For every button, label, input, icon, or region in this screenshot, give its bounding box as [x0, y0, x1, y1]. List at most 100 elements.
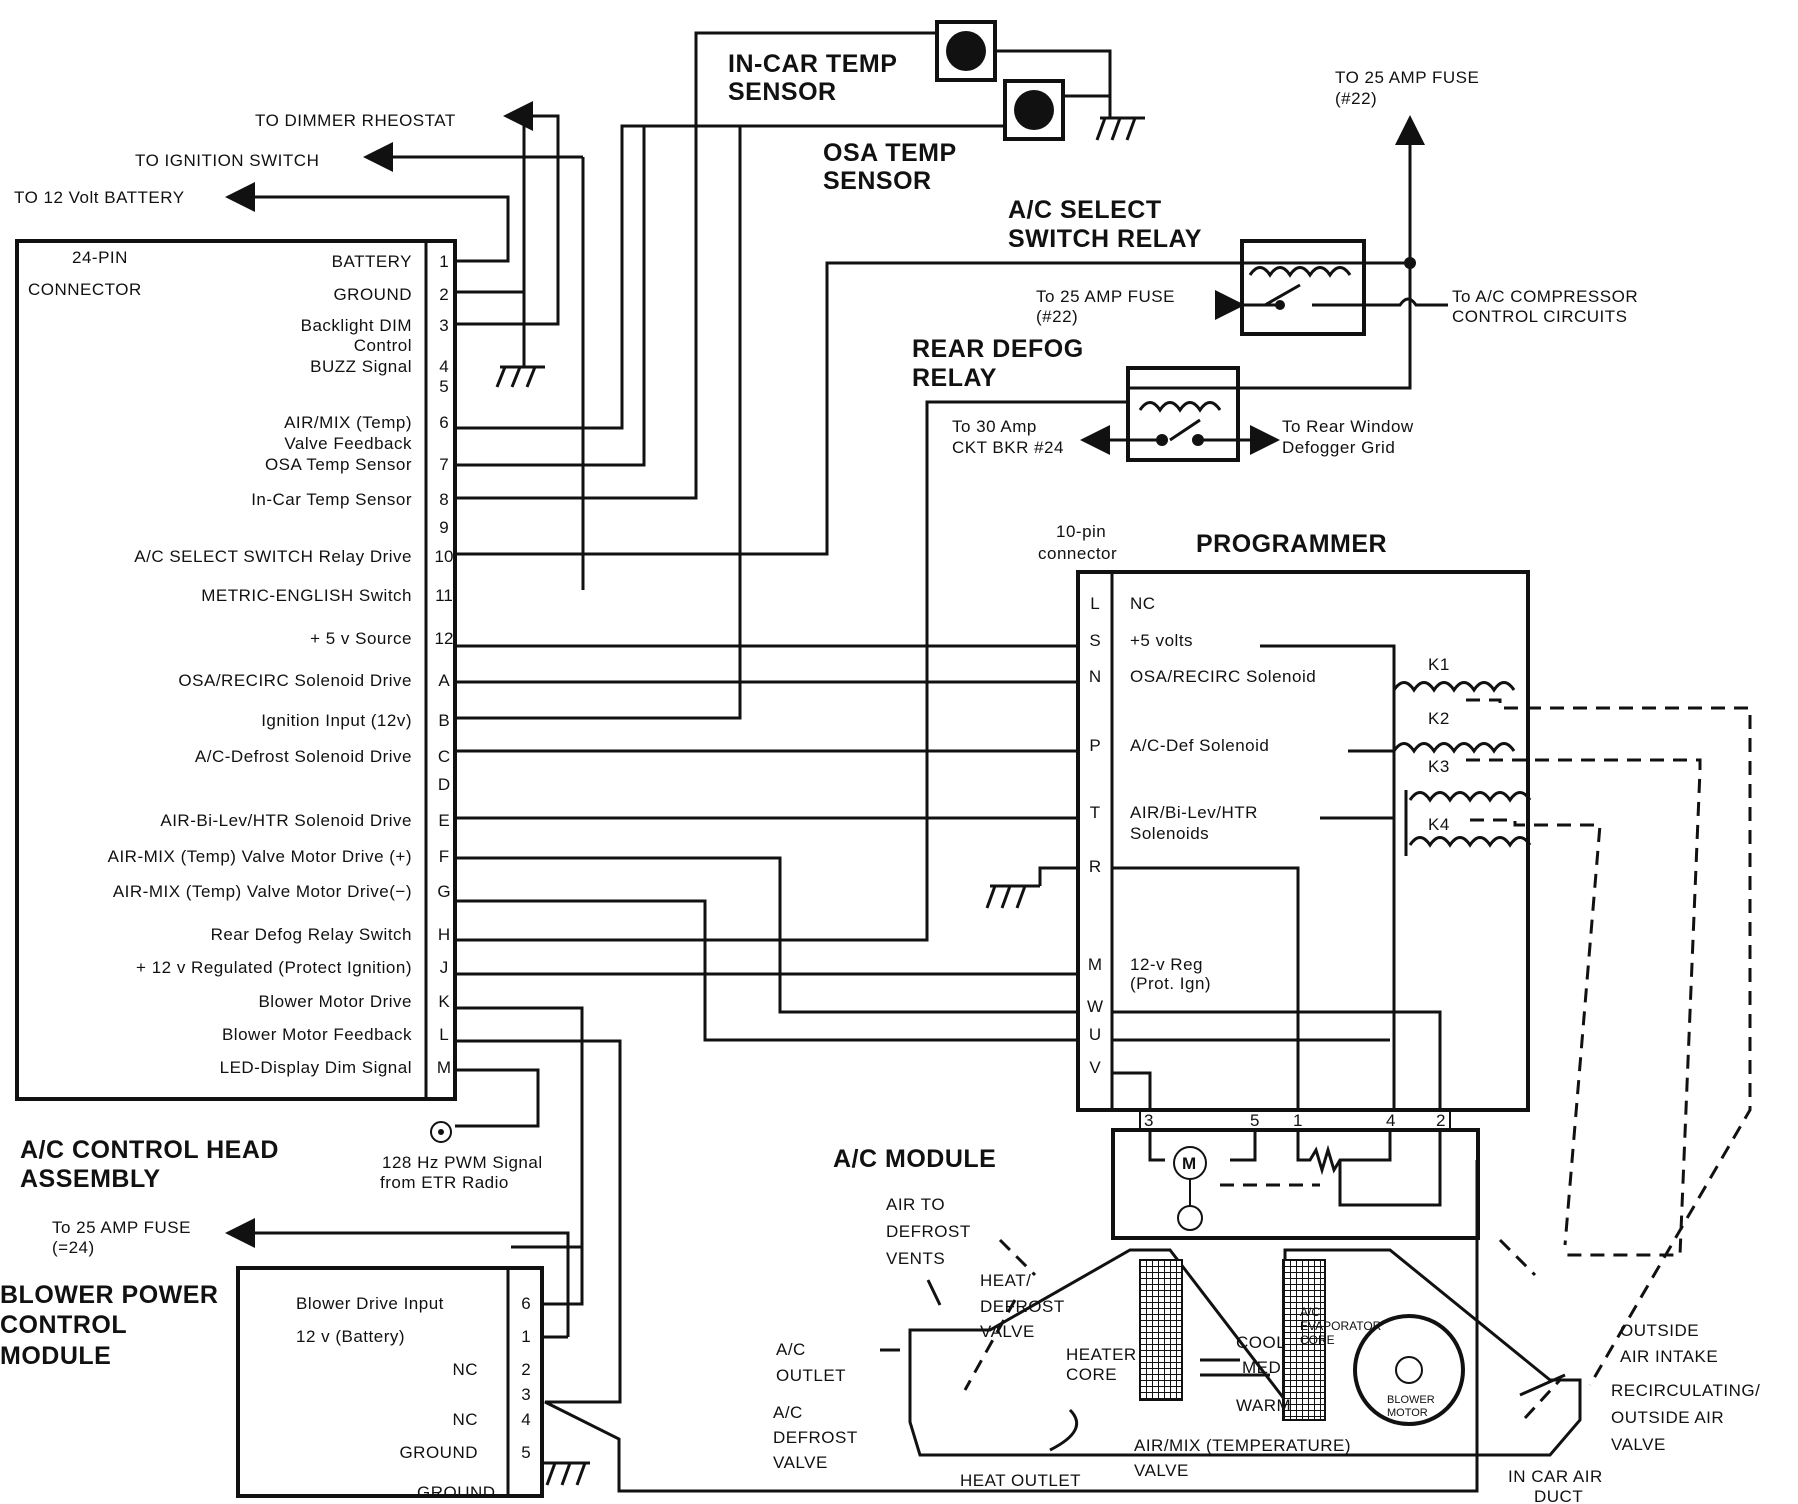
- ac-relay-compressor-line2: CONTROL CIRCUITS: [1452, 307, 1628, 326]
- control-head-title-line2: ASSEMBLY: [20, 1165, 161, 1193]
- blower-pin-label: NC: [452, 1410, 478, 1429]
- blower-power-control-module: BLOWER POWER CONTROL MODULE Blower Drive…: [0, 1008, 590, 1502]
- defog-relay-title-line1: REAR DEFOG: [912, 335, 1084, 363]
- svg-text:3: 3: [1144, 1111, 1153, 1130]
- svg-text:RECIRCULATING/: RECIRCULATING/: [1611, 1381, 1760, 1400]
- svg-text:A/C: A/C: [1300, 1305, 1320, 1319]
- fuse-top-label-line1: TO 25 AMP FUSE: [1335, 68, 1479, 87]
- head-wires: [455, 31, 1479, 1493]
- svg-text:DEFROST: DEFROST: [886, 1222, 971, 1241]
- svg-text:BLOWER: BLOWER: [1387, 1394, 1435, 1406]
- head-pin-label: AIR-Bi-Lev/HTR Solenoid Drive: [160, 811, 412, 830]
- programmer-pin-number: U: [1089, 1025, 1101, 1044]
- head-pin-number: 6: [439, 413, 448, 432]
- blower-module-title-line2: CONTROL: [0, 1311, 127, 1339]
- head-pin-number: J: [440, 958, 449, 977]
- svg-text:OUTSIDE: OUTSIDE: [1620, 1321, 1699, 1340]
- head-pin-number: 4: [439, 357, 448, 376]
- programmer-pin-number: W: [1087, 997, 1103, 1016]
- svg-text:4: 4: [1386, 1111, 1395, 1130]
- ac-relay-title-line2: SWITCH RELAY: [1008, 225, 1202, 253]
- head-pin-number: B: [438, 711, 449, 730]
- svg-text:VALVE: VALVE: [1611, 1435, 1666, 1454]
- head-pin-label: BUZZ Signal: [310, 357, 412, 376]
- head-pin-number: 12: [435, 629, 454, 648]
- blower-pin-number: 3: [521, 1385, 530, 1404]
- head-pin-number: H: [438, 925, 450, 944]
- svg-text:WARM: WARM: [1236, 1396, 1291, 1415]
- ignition-switch-label: TO IGNITION SWITCH: [135, 151, 319, 170]
- defog-breaker-line2: CKT BKR #24: [952, 438, 1064, 457]
- svg-text:OUTSIDE AIR: OUTSIDE AIR: [1611, 1408, 1724, 1427]
- pwm-signal: 128 Hz PWM Signal from ETR Radio: [380, 1121, 542, 1192]
- programmer-pin-label: A/C-Def Solenoid: [1130, 736, 1269, 755]
- svg-text:M: M: [1182, 1154, 1196, 1173]
- battery-label: TO 12 Volt BATTERY: [14, 188, 185, 207]
- head-pin-number: K: [438, 992, 450, 1011]
- head-pin-label: + 12 v Regulated (Protect Ignition): [136, 958, 412, 977]
- svg-text:COOL: COOL: [1236, 1333, 1286, 1352]
- pwm-terminal-icon: [430, 1121, 452, 1143]
- svg-text:VALVE: VALVE: [773, 1453, 828, 1472]
- relay-k1-label: K1: [1428, 655, 1450, 674]
- blower-module-title-line1: BLOWER POWER: [0, 1281, 219, 1309]
- rear-defog-relay: REAR DEFOG RELAY To 30 Amp CKT BKR #24 T…: [912, 335, 1413, 462]
- head-pin-number: G: [437, 882, 450, 901]
- programmer-pin-label: +5 volts: [1130, 631, 1193, 650]
- svg-text:AIR TO: AIR TO: [886, 1195, 945, 1214]
- incar-sensor-label-line1: IN-CAR TEMP: [728, 50, 897, 78]
- svg-text:CORE: CORE: [1300, 1333, 1335, 1347]
- defog-breaker-line1: To 30 Amp: [952, 417, 1037, 436]
- osa-temp-sensor: [1003, 79, 1065, 141]
- blower-pin-number: 4: [521, 1410, 530, 1429]
- control-head-title-line1: A/C CONTROL HEAD: [20, 1136, 279, 1164]
- svg-text:HEAT OUTLET: HEAT OUTLET: [960, 1471, 1081, 1490]
- head-pin-number: 10: [435, 547, 454, 566]
- svg-text:CORE: CORE: [1066, 1365, 1117, 1384]
- svg-text:2: 2: [1436, 1111, 1445, 1130]
- head-pin-number: M: [437, 1058, 451, 1077]
- control-head-title: A/C CONTROL HEAD ASSEMBLY: [20, 1136, 279, 1193]
- head-pin-label: Ignition Input (12v): [261, 711, 412, 730]
- programmer-title: PROGRAMMER: [1196, 530, 1387, 558]
- head-pin-label: Blower Motor Drive: [258, 992, 412, 1011]
- svg-text:VENTS: VENTS: [886, 1249, 945, 1268]
- temp-sensors: IN-CAR TEMP SENSOR OSA TEMP SENSOR: [648, 20, 1145, 195]
- programmer-connector-line1: 10-pin: [1056, 522, 1106, 541]
- connector-title-line1: 24-PIN: [72, 248, 128, 267]
- svg-text:A/C: A/C: [773, 1403, 803, 1422]
- programmer-pin-number: N: [1089, 667, 1101, 686]
- head-pin-number: 11: [435, 586, 453, 605]
- blower-ground-label: GROUND: [417, 1483, 496, 1502]
- svg-text:DEFROST: DEFROST: [773, 1428, 858, 1447]
- head-pin-number: 2: [439, 285, 448, 304]
- defog-grid-line2: Defogger Grid: [1282, 438, 1395, 457]
- fuse-top-label-line2: (#22): [1335, 89, 1377, 108]
- head-pin-label: A/C SELECT SWITCH Relay Drive: [134, 547, 412, 566]
- svg-text:1: 1: [1293, 1111, 1302, 1130]
- hvac-ductwork: [880, 1238, 1582, 1457]
- relay-k4-label: K4: [1428, 815, 1450, 834]
- programmer-pin-label: Solenoids: [1130, 824, 1209, 843]
- programmer-pin-number: L: [1090, 594, 1099, 613]
- head-pin-label: METRIC-ENGLISH Switch: [201, 586, 412, 605]
- programmer-pin-label: 12-v Reg: [1130, 955, 1203, 974]
- head-pin-label: Blower Motor Feedback: [222, 1025, 412, 1044]
- head-pin-label: AIR-MIX (Temp) Valve Motor Drive(−): [113, 882, 412, 901]
- head-pin-label: OSA Temp Sensor: [265, 455, 412, 474]
- head-pin-label: BATTERY: [332, 252, 412, 271]
- head-pin-number: 1: [439, 252, 448, 271]
- blower-pin-label: GROUND: [399, 1443, 478, 1462]
- ac-relay-fuse-line2: (#22): [1036, 307, 1078, 326]
- blower-pin-number: 1: [521, 1327, 530, 1346]
- relay-k3-label: K3: [1428, 757, 1450, 776]
- blower-module-title-line3: MODULE: [0, 1342, 111, 1370]
- svg-text:5: 5: [1250, 1111, 1259, 1130]
- blower-pin-label: NC: [452, 1360, 478, 1379]
- head-pin-label: LED-Display Dim Signal: [220, 1058, 412, 1077]
- programmer-bottom-pins: 3 5 1 4 2: [1139, 1109, 1451, 1131]
- svg-text:MED: MED: [1242, 1358, 1281, 1377]
- blower-motor-graphic: [1353, 1314, 1465, 1426]
